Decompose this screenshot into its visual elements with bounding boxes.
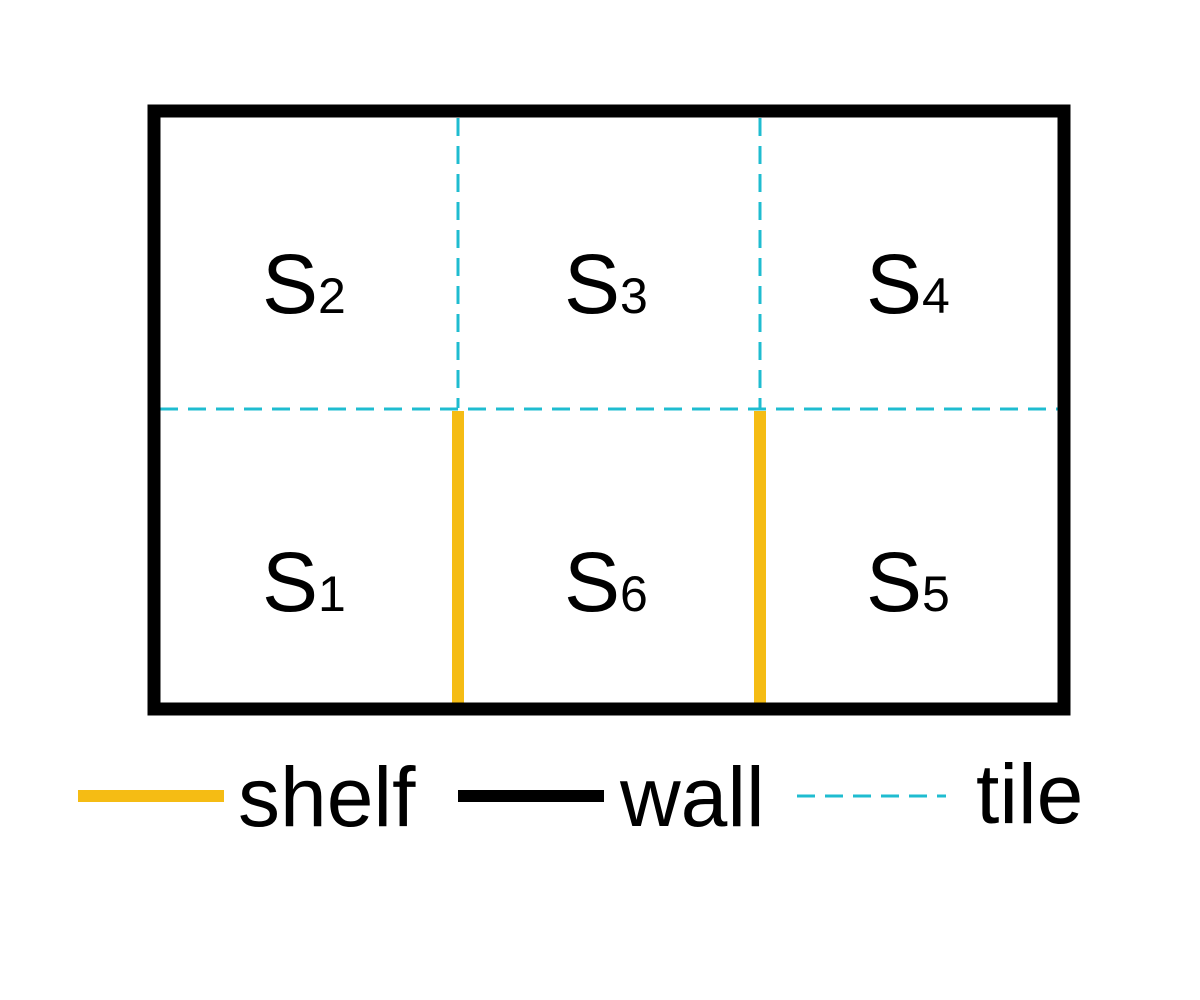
- legend-tile-label: tile: [976, 747, 1083, 841]
- cell-labels: S2 S3 S4 S1 S6 S5: [262, 237, 950, 629]
- legend-shelf-label: shelf: [238, 750, 416, 844]
- cell-label-s3: S3: [564, 237, 648, 331]
- tile-lines: [160, 118, 1058, 411]
- legend-wall-label: wall: [619, 750, 765, 844]
- cell-label-s4: S4: [866, 237, 950, 331]
- cell-label-s2: S2: [262, 237, 346, 331]
- legend: shelf wall tile: [78, 747, 1083, 844]
- outer-wall: [147, 104, 1071, 716]
- shelves: [452, 411, 766, 710]
- cell-label-s6: S6: [564, 535, 648, 629]
- cell-label-s1: S1: [262, 535, 346, 629]
- cell-label-s5: S5: [866, 535, 950, 629]
